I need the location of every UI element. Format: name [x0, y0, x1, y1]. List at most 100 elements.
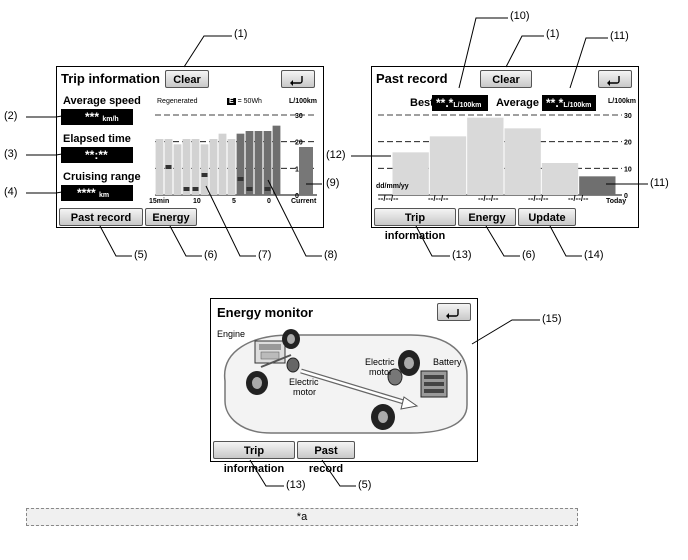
trip-information-screen: Trip information Clear Average speed ***… [56, 66, 324, 228]
past-bar [392, 152, 429, 195]
update-button[interactable]: Update [518, 208, 576, 226]
callout-12: (12) [326, 149, 346, 161]
trip-xtick-0: 15min [149, 198, 170, 205]
trip-xtick-1: 10 [193, 198, 201, 205]
regen-marker [237, 177, 244, 181]
past-record-button[interactable]: Past record [59, 208, 143, 226]
trip-bar [254, 131, 263, 195]
past-unit-label: L/100km [608, 98, 637, 105]
average-label: Average [496, 97, 540, 109]
trip-ytick: 30 [295, 113, 303, 120]
today-label: Today [606, 198, 627, 205]
trip-bar [218, 133, 227, 195]
trip-bar [245, 131, 254, 195]
rear-wheel-top [398, 350, 420, 376]
callout-11b: (11) [650, 177, 669, 189]
trip-bar [272, 125, 281, 195]
trip-clear-button[interactable]: Clear [165, 70, 209, 88]
energy-title: Energy monitor [217, 305, 314, 320]
cruising-range-label: Cruising range [63, 171, 141, 183]
avg-speed-label: Average speed [63, 95, 141, 107]
trip-bar [209, 139, 218, 195]
rear-motor-icon [387, 368, 403, 386]
elapsed-time-label: Elapsed time [63, 133, 131, 145]
past-bar [579, 176, 616, 195]
trip-back-button[interactable] [281, 70, 315, 88]
front-electric-motor-label-1: Electric [289, 377, 319, 387]
past-bar [467, 117, 504, 195]
trip-bar [200, 144, 209, 195]
back-arrow-icon [607, 76, 620, 86]
past-ytick: 10 [624, 166, 632, 173]
callout-6a: (6) [204, 249, 218, 261]
current-bar [299, 147, 313, 195]
drive-shaft [260, 354, 292, 368]
trip-bar [236, 133, 245, 195]
trip-bar [263, 131, 272, 195]
date-mark-3: --/--/-- [478, 194, 499, 203]
cruising-range-value: **** km [61, 185, 133, 201]
engine-icon [254, 340, 286, 364]
date-mark-4: --/--/-- [528, 194, 549, 203]
trip-ytick: 10 [295, 166, 303, 173]
callout-2: (2) [4, 110, 18, 122]
past-ytick: 30 [624, 113, 632, 120]
callout-13a: (13) [452, 249, 472, 261]
past-record-screen: Past record Clear Best **.*L/100km Avera… [371, 66, 639, 242]
callout-11a: (11) [610, 30, 629, 42]
front-motor-icon [286, 357, 300, 373]
date-mark-1: --/--/-- [378, 194, 399, 203]
hybrid-car-illustration [223, 329, 468, 434]
past-record-button[interactable]: Past record [297, 441, 355, 475]
e-symbol: E [227, 98, 236, 105]
trip-information-button[interactable]: Trip information [213, 441, 295, 475]
rear-electric-motor-label-1: Electric [365, 357, 395, 367]
trip-information-button[interactable]: Trip information [374, 208, 456, 242]
energy-button[interactable]: Energy [145, 208, 197, 226]
trip-bar [173, 144, 182, 195]
current-label: Current [291, 198, 317, 205]
past-back-button[interactable] [598, 70, 632, 88]
front-electric-motor-label-2: motor [293, 387, 317, 397]
regen-marker [183, 187, 190, 191]
avg-speed-value: *** km/h [61, 109, 133, 125]
callout-1a: (1) [234, 28, 248, 40]
past-ytick: 0 [624, 193, 628, 200]
regenerated-label: Regenerated [157, 98, 198, 105]
e-equals: = 50Wh [237, 98, 262, 105]
callout-3: (3) [4, 148, 18, 160]
front-wheel-right [246, 371, 268, 395]
e-legend: E = 50Wh [227, 98, 262, 105]
callout-6b: (6) [522, 249, 536, 261]
elapsed-time-value: **:** [61, 147, 133, 163]
power-flow-arrow [300, 368, 419, 410]
rear-electric-motor-label-2: motor [369, 367, 393, 377]
trip-bar [155, 139, 164, 195]
callout-14: (14) [584, 249, 604, 261]
date-format-label: dd/mm/yy [376, 183, 409, 190]
callout-5b: (5) [358, 479, 372, 491]
regen-marker [165, 165, 172, 169]
past-bar [504, 128, 541, 195]
trip-bar [182, 139, 191, 195]
energy-button[interactable]: Energy [458, 208, 516, 226]
trip-ytick: 20 [295, 140, 303, 147]
battery-label: Battery [433, 357, 462, 367]
trip-bar [227, 139, 236, 195]
regen-marker [201, 173, 208, 177]
trip-ytick: 0 [295, 193, 299, 200]
trip-title: Trip information [61, 71, 160, 86]
past-ytick: 20 [624, 140, 632, 147]
trip-xtick-2: 5 [232, 198, 236, 205]
callout-8: (8) [324, 249, 338, 261]
trip-chart: 30 20 10 0 [155, 113, 317, 200]
average-value: **.*L/100km [542, 95, 596, 111]
callout-1b: (1) [546, 28, 560, 40]
callout-9: (9) [326, 177, 340, 189]
past-chart: 30 20 10 0 [378, 113, 632, 200]
date-mark-5: --/--/-- [568, 194, 589, 203]
callout-5a: (5) [134, 249, 148, 261]
energy-back-button[interactable] [437, 303, 471, 321]
past-clear-button[interactable]: Clear [480, 70, 532, 88]
